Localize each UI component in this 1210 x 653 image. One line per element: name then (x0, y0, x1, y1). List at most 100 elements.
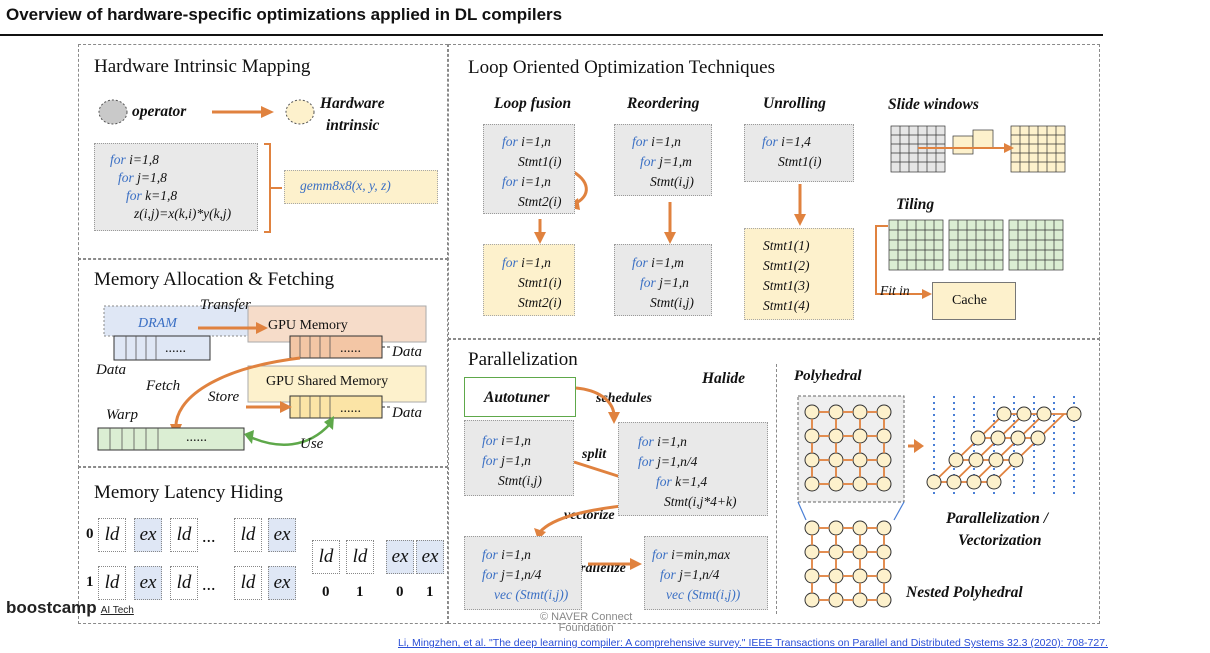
hw-intrinsic-panel (78, 44, 448, 260)
latency-cell: ld (98, 518, 126, 552)
latency-cell: ld (98, 566, 126, 600)
loop-fusion-label: Loop fusion (494, 95, 572, 112)
hw-intrinsic-label-2: intrinsic (326, 117, 380, 134)
latency-row-label-1: 1 (86, 574, 94, 590)
parallel-divider (776, 364, 777, 614)
code-b: for i=1,n for j=1,n/4 for k=1,4 Stmt(i,j… (638, 434, 737, 509)
gpu-shared-dots: ...... (340, 401, 361, 416)
code-c-box (464, 536, 582, 610)
latency-cell: ld (346, 540, 374, 574)
code-a-box (464, 420, 574, 496)
citation-link[interactable]: Li, Mingzhen, et al. "The deep learning … (398, 637, 1108, 649)
autotuner-label: Autotuner (484, 389, 550, 406)
parallel-panel (448, 338, 1100, 624)
data-label-3: Data (392, 405, 422, 421)
memory-alloc-graphics (97, 305, 427, 451)
operator-label: operator (132, 103, 187, 120)
cache-label: Cache (952, 293, 987, 308)
use-label: Use (300, 436, 324, 452)
hw-code-box (94, 143, 258, 231)
reorder-before-code: for i=1,n for j=1,m Stmt(i,j) (632, 134, 694, 189)
code-c: for i=1,n for j=1,n/4 vec (Stmt(i,j)) (482, 547, 569, 602)
loop-title: Loop Oriented Optimization Techniques (468, 57, 775, 78)
unroll-after-code: Stmt1(1) Stmt1(2) Stmt1(3) Stmt1(4) (763, 238, 810, 313)
par-vec-label-2: Vectorization (958, 532, 1042, 549)
dram-dots: ...... (165, 341, 186, 356)
latency-cell: ld (312, 540, 340, 574)
data-label-1: Data (392, 344, 422, 360)
hw-intrinsic-title: Hardware Intrinsic Mapping (94, 56, 311, 77)
unroll-before-box (744, 124, 854, 182)
dram-label: DRAM (138, 316, 177, 331)
nested-polyhedral-label: Nested Polyhedral (906, 584, 1023, 601)
cache-box (932, 282, 1016, 320)
loop-panel (448, 44, 1100, 340)
code-b-box (618, 422, 768, 516)
latency-num: 1 (426, 584, 434, 600)
code-a: for i=1,n for j=1,n Stmt(i,j) (482, 433, 542, 488)
memory-alloc-title: Memory Allocation & Fetching (94, 269, 335, 290)
fusion-after-box (483, 244, 575, 316)
slide-windows-label: Slide windows (888, 96, 979, 113)
warp-dots: ...... (186, 430, 207, 445)
transfer-label: Transfer (200, 297, 251, 313)
code-d-box (644, 536, 768, 610)
fusion-before-code: for i=1,n Stmt1(i) for i=1,n Stmt2(i) (502, 134, 562, 209)
reorder-before-box (614, 124, 712, 196)
polyhedral-graphics (797, 395, 1082, 608)
hw-intrinsic-graphics (98, 99, 315, 233)
latency-cell: ld (170, 518, 198, 552)
par-vec-label-1: Parallelization / (946, 510, 1049, 527)
unroll-label: Unrolling (763, 95, 826, 112)
hw-code: for i=1,8 for j=1,8 for k=1,8 z(i,j)=x(k… (110, 152, 232, 221)
latency-cell: ex (134, 518, 162, 552)
latency-cell: ld (170, 566, 198, 600)
latency-ellipsis: ... (202, 526, 216, 546)
latency-cell: ex (416, 540, 444, 574)
parallel-title: Parallelization (468, 349, 578, 370)
gpu-memory-label: GPU Memory (268, 318, 348, 333)
unroll-before-code: for i=1,4 Stmt1(i) (762, 134, 822, 169)
latency-num: 0 (396, 584, 404, 600)
fusion-before-box (483, 124, 575, 214)
polyhedral-label: Polyhedral (794, 368, 862, 384)
latency-cell: ex (268, 518, 296, 552)
reorder-label: Reordering (627, 95, 700, 112)
gemm-label: gemm8x8(x, y, z) (300, 178, 391, 193)
title-rule (0, 34, 1103, 36)
gpu-mem-dots: ...... (340, 341, 361, 356)
halide-label: Halide (702, 370, 746, 387)
data-label-2: Data (96, 362, 126, 378)
latency-num: 1 (356, 584, 364, 600)
reorder-after-code: for i=1,m for j=1,n Stmt(i,j) (632, 255, 694, 310)
latency-cell: ld (234, 566, 262, 600)
latency-cell: ld (234, 518, 262, 552)
memory-latency-title: Memory Latency Hiding (94, 482, 283, 503)
latency-cell: ex (268, 566, 296, 600)
latency-cell: ex (134, 566, 162, 600)
gpu-shared-label: GPU Shared Memory (266, 374, 389, 389)
gemm-box (284, 170, 438, 204)
page-title: Overview of hardware-specific optimizati… (6, 5, 563, 24)
autotuner-box (464, 377, 576, 417)
fit-in-label: Fit in (880, 283, 910, 298)
memory-latency-panel (78, 466, 448, 624)
fetch-label: Fetch (146, 378, 181, 394)
unroll-after-box (744, 228, 854, 320)
hw-intrinsic-label-1: Hardware (320, 95, 385, 112)
vectorize-label: vectorize (564, 508, 615, 523)
tiling-label: Tiling (896, 196, 935, 213)
latency-num: 0 (322, 584, 330, 600)
memory-alloc-panel (78, 258, 448, 468)
fusion-after-code: for i=1,n Stmt1(i) Stmt2(i) (502, 255, 562, 310)
code-d: for i=min,max for j=1,n/4 vec (Stmt(i,j)… (652, 547, 741, 602)
split-label: split (582, 447, 607, 462)
store-label: Store (208, 389, 240, 405)
latency-ellipsis: ... (202, 574, 216, 594)
warp-label: Warp (106, 407, 138, 423)
reorder-after-box (614, 244, 712, 316)
latency-row-label-0: 0 (86, 526, 94, 542)
latency-cell: ex (386, 540, 414, 574)
